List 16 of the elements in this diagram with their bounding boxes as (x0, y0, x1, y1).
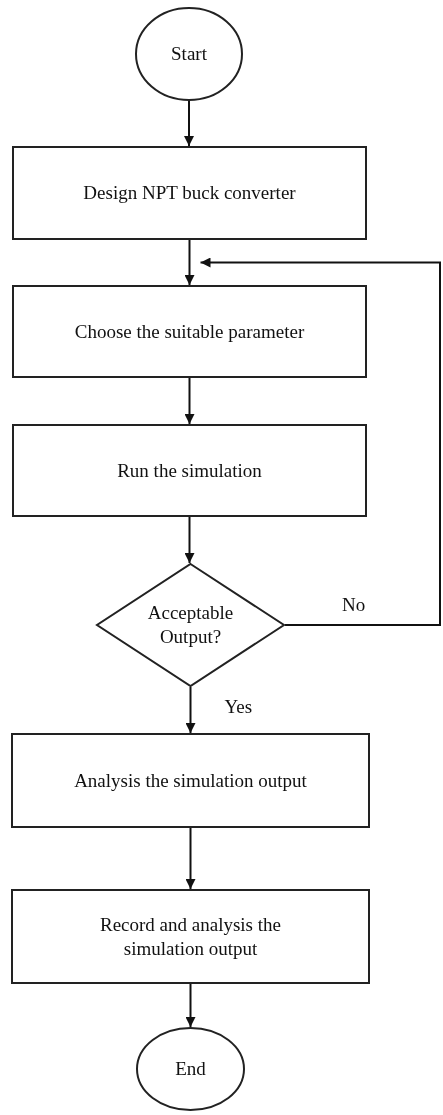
step-text: Start (171, 42, 207, 66)
step-text: Choose the suitable parameter (74, 319, 305, 344)
arrow (185, 686, 196, 734)
arrow (185, 983, 196, 1028)
arrow (184, 377, 195, 425)
arrow (184, 100, 194, 147)
step-text: Analysis the simulation output (74, 768, 307, 793)
arrow (184, 516, 195, 564)
step-text: Design NPT buck converter (83, 181, 296, 205)
arrow (199, 257, 441, 626)
arrow (184, 239, 195, 286)
step-text: Record and analysis the simulation output (99, 912, 282, 961)
step-text: Acceptable Output? (146, 601, 235, 649)
step-text: Run the simulation (117, 458, 262, 483)
arrow (185, 827, 196, 890)
step-text: End (175, 1057, 206, 1081)
